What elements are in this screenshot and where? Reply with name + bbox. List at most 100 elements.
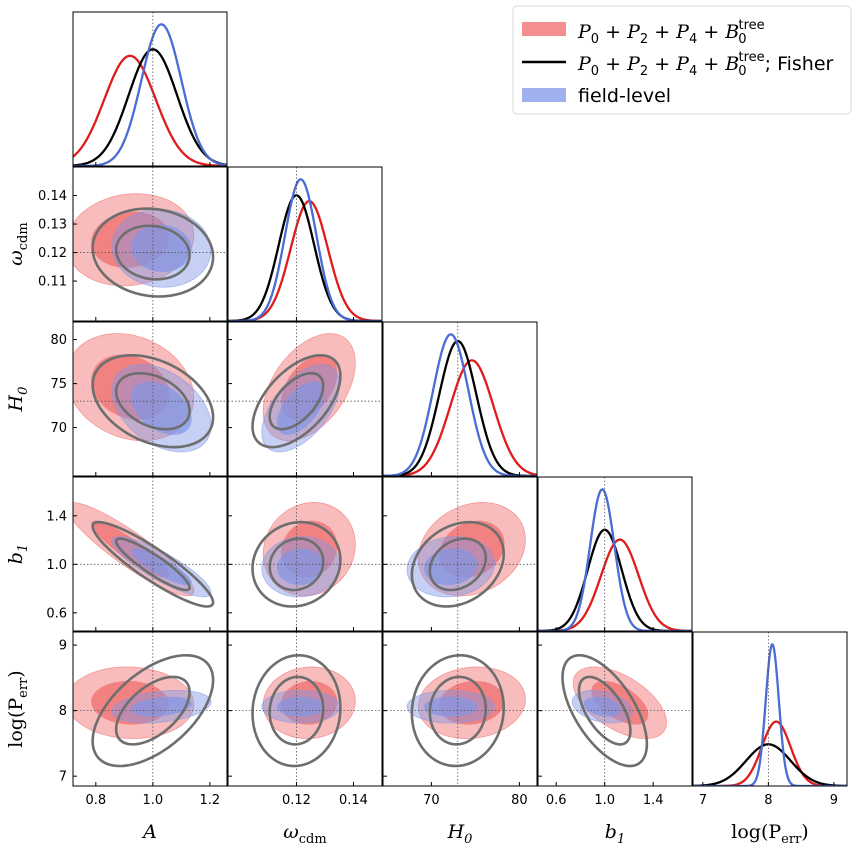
panel-body bbox=[73, 632, 227, 786]
x-axis-label-H0-sub: 0 bbox=[464, 832, 472, 847]
marginal-curve-wcdm-field-level bbox=[228, 178, 382, 321]
x-axis-label-logPerr: log(Perr) bbox=[731, 821, 808, 847]
contour-1sigma-field-level bbox=[424, 548, 478, 586]
x-tick-label-H0: 80 bbox=[511, 793, 528, 808]
x-axis-label-b1-sub: 1 bbox=[617, 832, 625, 847]
x-tick-label-H0: 70 bbox=[423, 793, 440, 808]
contour-1sigma-field-level bbox=[276, 696, 325, 717]
panel-wcdm-b1 bbox=[227, 476, 383, 632]
x-axis-label-logPerr-sub: err bbox=[781, 832, 802, 847]
y-tick-label-H0: 75 bbox=[50, 377, 67, 392]
marginal-curve-logPerr-power-spectrum bbox=[693, 720, 847, 786]
y-tick-label-wcdm: 0.12 bbox=[38, 246, 67, 261]
panel-frame bbox=[692, 631, 848, 787]
y-axis-label-b1-main: b bbox=[5, 552, 27, 564]
x-axis-label-A-main: A bbox=[141, 821, 157, 843]
y-tick-label-logPerr: 8 bbox=[59, 704, 67, 719]
legend-entry-power-spectrum: P0 + P2 + P4 + B0tree bbox=[577, 18, 765, 47]
contour-1sigma-fisher bbox=[114, 371, 191, 431]
panel-frame bbox=[382, 476, 538, 632]
marginal-curve-logPerr-field-level bbox=[693, 643, 847, 786]
panel-frame bbox=[227, 321, 383, 477]
x-tick-label-b1: 0.6 bbox=[546, 793, 567, 808]
panel-frame bbox=[382, 321, 538, 477]
legend-entry-field-level: field-level bbox=[578, 85, 671, 107]
y-tick-label-b1: 1.4 bbox=[46, 509, 67, 524]
legend: P0 + P2 + P4 + B0tree P0 + P2 + P4 + B0t… bbox=[512, 5, 852, 115]
panel-b1-b1 bbox=[537, 476, 693, 632]
x-axis-label-H0-main: H bbox=[447, 821, 465, 843]
x-axis-label-b1-main: b bbox=[605, 821, 617, 843]
panel-body bbox=[228, 632, 382, 786]
y-tick-label-b1: 0.6 bbox=[46, 606, 67, 621]
panel-frame bbox=[72, 166, 228, 322]
panel-body bbox=[73, 12, 227, 166]
x-tick-label-A: 1.2 bbox=[200, 793, 221, 808]
panel-wcdm-H0 bbox=[227, 321, 383, 477]
x-tick-label-logPerr: 9 bbox=[830, 793, 838, 808]
contour-1sigma-fisher bbox=[268, 675, 325, 746]
contour-1sigma-field-level bbox=[276, 381, 325, 435]
panel-body bbox=[228, 322, 382, 476]
marginal-curve-wcdm-power-spectrum bbox=[228, 199, 382, 321]
contour-2sigma-fisher bbox=[91, 207, 215, 298]
y-axis-label-logPerr-suffix: ) bbox=[5, 670, 27, 677]
y-axis-label-logPerr: log(Perr) bbox=[5, 670, 31, 747]
panel-H0-logPerr: 70 80 bbox=[382, 631, 538, 808]
x-tick-label-b1: 1.4 bbox=[643, 793, 664, 808]
contour-1sigma-field-level bbox=[131, 548, 192, 586]
panel-frame bbox=[227, 631, 383, 787]
panel-A-wcdm: 0.110.120.130.14 bbox=[38, 166, 228, 322]
contour-2sigma-fisher bbox=[91, 353, 215, 449]
y-tick-label-logPerr: 7 bbox=[59, 770, 67, 785]
panel-frame bbox=[227, 476, 383, 632]
panel-frame bbox=[72, 476, 228, 632]
y-axis-label-wcdm-main: ω bbox=[5, 250, 27, 266]
y-tick-label-b1: 1.0 bbox=[46, 558, 67, 573]
panel-b1-logPerr: 0.6 1.0 1.4 bbox=[537, 631, 693, 808]
x-axis-label-logPerr-main: log(P bbox=[731, 821, 781, 843]
contour-2sigma-fisher bbox=[251, 653, 342, 768]
x-tick-label-b1: 1.0 bbox=[594, 793, 615, 808]
panel-body bbox=[538, 477, 692, 631]
panel-body bbox=[73, 322, 227, 476]
contour-2sigma-fisher bbox=[91, 520, 215, 608]
x-axis-label-wcdm-main: ω bbox=[283, 821, 299, 843]
contour-1sigma-fisher bbox=[428, 675, 488, 746]
y-axis-label-logPerr-main: log(P bbox=[5, 698, 27, 748]
x-tick-label-logPerr: 7 bbox=[699, 793, 707, 808]
x-axis-label-wcdm-sub: cdm bbox=[299, 832, 327, 847]
marginal-curve-logPerr-fisher bbox=[693, 743, 847, 786]
panel-H0-b1 bbox=[382, 476, 538, 632]
marginal-curve-H0-power-spectrum bbox=[383, 359, 537, 476]
panel-body bbox=[383, 477, 537, 631]
contour-2sigma-fisher bbox=[251, 520, 342, 608]
x-axis-label-wcdm: ωcdm bbox=[283, 821, 326, 847]
contour-1sigma-field-level bbox=[131, 224, 192, 273]
panel-body bbox=[383, 632, 537, 786]
panel-wcdm-wcdm bbox=[227, 166, 383, 322]
panel-frame bbox=[382, 631, 538, 787]
y-tick-label-logPerr: 9 bbox=[59, 639, 67, 654]
legend-swatch-power-spectrum bbox=[522, 22, 566, 36]
x-axis-label-logPerr-suffix: ) bbox=[801, 821, 808, 843]
panel-frame bbox=[537, 631, 693, 787]
y-axis-label-H0-sub: 0 bbox=[16, 387, 31, 395]
y-tick-label-H0: 70 bbox=[50, 421, 67, 436]
x-axis-label-H0: H0 bbox=[447, 821, 473, 847]
x-tick-label-A: 0.8 bbox=[85, 793, 106, 808]
contour-2sigma-fisher bbox=[410, 520, 506, 608]
panel-body bbox=[73, 477, 227, 631]
panel-frame bbox=[72, 11, 228, 167]
panel-body bbox=[228, 477, 382, 631]
y-axis-label-wcdm-sub: cdm bbox=[16, 222, 31, 250]
y-tick-label-wcdm: 0.11 bbox=[38, 275, 67, 290]
legend-swatch-field-level bbox=[522, 88, 566, 102]
x-axis-label-A: A bbox=[141, 821, 157, 843]
panel-body bbox=[228, 167, 382, 321]
